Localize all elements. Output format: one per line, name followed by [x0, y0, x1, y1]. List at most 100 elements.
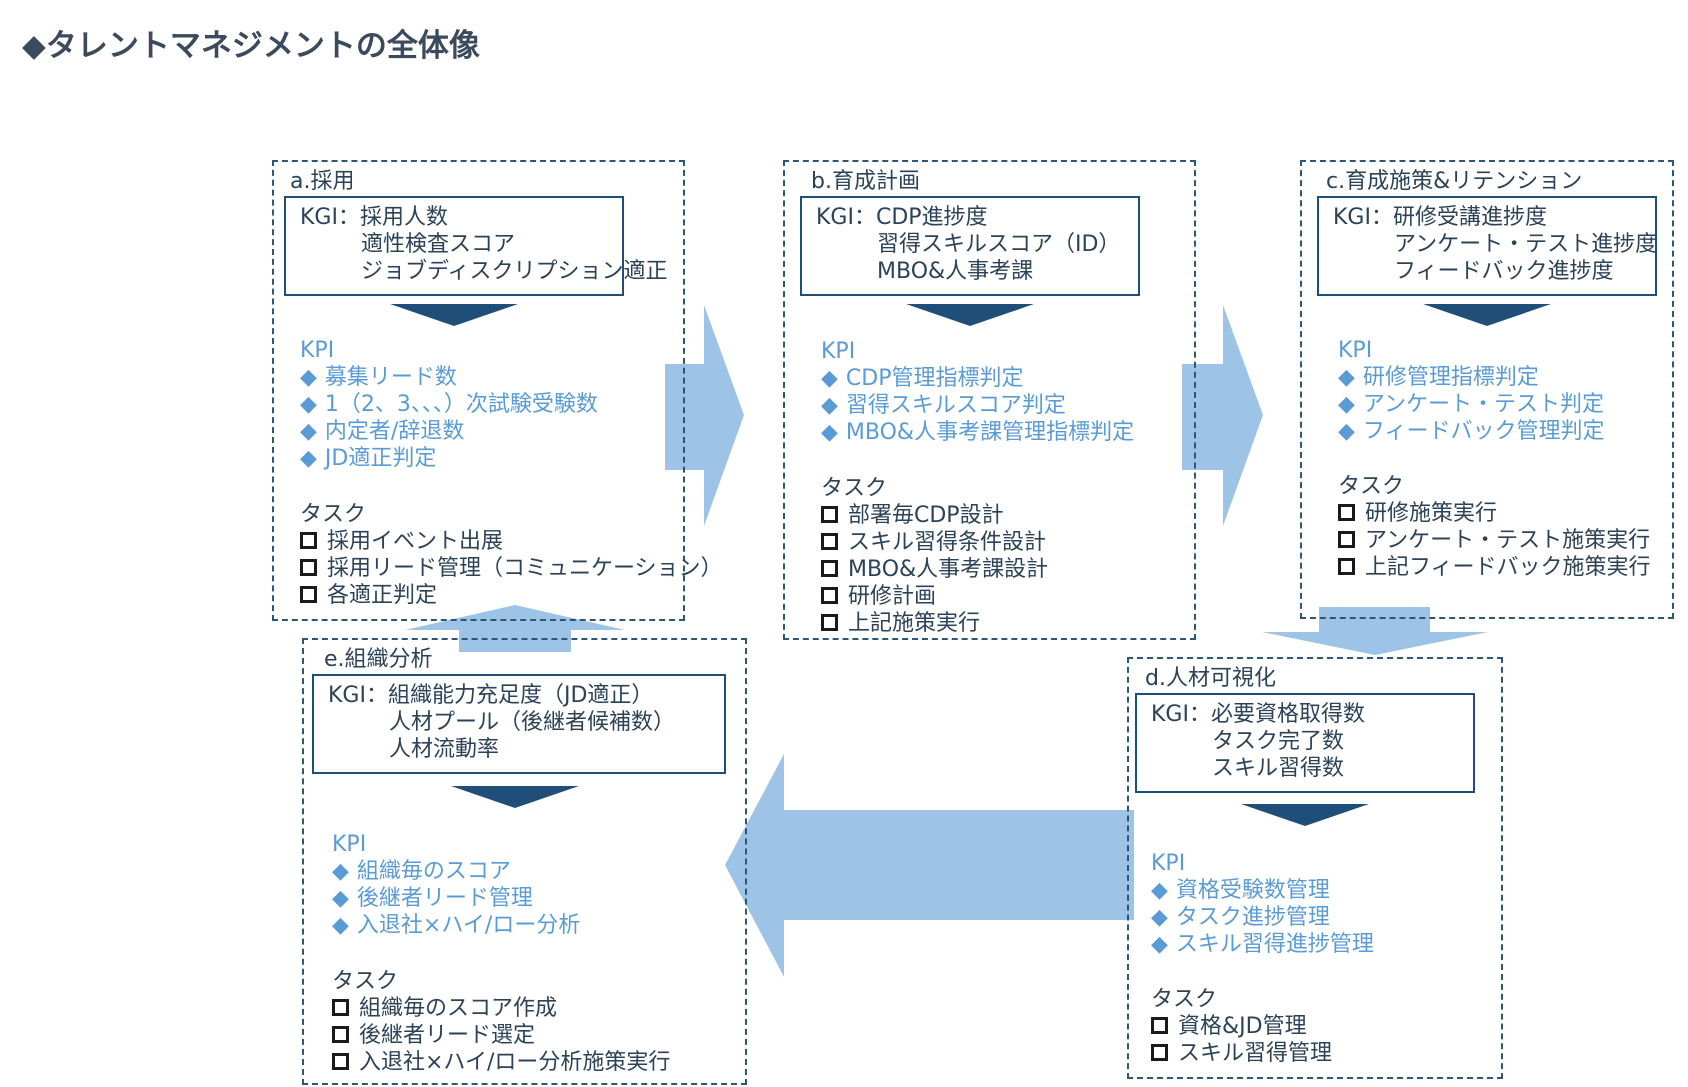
kgi-box: KGI：組織能力充足度（JD適正） 人材プール（後継者候補数） 人材流動率	[312, 674, 726, 774]
kgi-prefix: KGI：	[816, 205, 876, 230]
page-title: ◆タレントマネジメントの全体像	[22, 28, 480, 64]
flow-arrow-b-to-c	[1182, 305, 1263, 526]
card-development-plan: b.育成計画 KGI：CDP進捗度 習得スキルスコア（ID） MBO&人事考課 …	[783, 160, 1196, 640]
kgi-item: 研修受講進捗度	[1392, 205, 1547, 230]
checkbox-icon	[300, 559, 317, 576]
card-recruitment: a.採用 KGI：採用人数 適性検査スコア ジョブディスクリプション適正 KPI…	[272, 160, 723, 621]
kpi-item: 組織毎のスコア	[332, 858, 580, 885]
task-list: タスク 資格&JD管理 スキル習得管理	[1151, 986, 1332, 1067]
kpi-item: 1（2、3、、、）次試験受験数	[300, 391, 598, 418]
checkbox-icon	[821, 560, 838, 577]
kpi-item: アンケート・テスト判定	[1338, 391, 1604, 418]
kgi-prefix: KGI：	[1333, 205, 1393, 230]
kgi-item: 採用人数	[359, 205, 448, 230]
kgi-box: KGI：研修受講進捗度 アンケート・テスト進捗度 フィードバック進捗度	[1317, 196, 1657, 296]
kpi-list: KPI CDP管理指標判定 習得スキルスコア判定 MBO&人事考課管理指標判定	[821, 338, 1134, 446]
task-item: 組織毎のスコア作成	[332, 995, 670, 1022]
kpi-label: KPI	[300, 338, 335, 363]
kgi-item: スキル習得数	[1212, 756, 1345, 781]
down-triangle-icon	[1241, 804, 1369, 826]
kgi-item: CDP進捗度	[875, 205, 988, 230]
task-item: 上記施策実行	[821, 610, 1048, 637]
task-item: 後継者リード選定	[332, 1022, 670, 1049]
kpi-item: 資格受験数管理	[1151, 877, 1374, 904]
checkbox-icon	[332, 999, 349, 1016]
checkbox-icon	[1151, 1017, 1168, 1034]
card-heading: b.育成計画	[811, 169, 920, 194]
kpi-item: 後継者リード管理	[332, 885, 580, 912]
task-label: タスク	[1338, 474, 1405, 499]
kpi-list: KPI 組織毎のスコア 後継者リード管理 入退社×ハイ/ロー分析	[332, 831, 580, 939]
kpi-item: スキル習得進捗管理	[1151, 931, 1374, 958]
task-item: 研修施策実行	[1338, 500, 1651, 527]
kgi-item: ジョブディスクリプション適正	[361, 259, 668, 284]
down-triangle-icon	[390, 304, 518, 326]
task-label: タスク	[1151, 987, 1218, 1012]
task-list: タスク 採用イベント出展 採用リード管理（コミュニケーション） 各適正判定	[300, 501, 723, 609]
kgi-item: アンケート・テスト進捗度	[1394, 232, 1658, 257]
checkbox-icon	[821, 506, 838, 523]
kgi-prefix: KGI：	[1151, 702, 1211, 727]
task-item: スキル習得条件設計	[821, 529, 1048, 556]
kpi-item: JD適正判定	[300, 445, 598, 472]
task-item: スキル習得管理	[1151, 1040, 1332, 1067]
task-item: 採用リード管理（コミュニケーション）	[300, 555, 723, 582]
checkbox-icon	[821, 587, 838, 604]
checkbox-icon	[1338, 558, 1355, 575]
flow-arrow-e-to-a	[405, 605, 625, 652]
task-item: 入退社×ハイ/ロー分析施策実行	[332, 1049, 670, 1076]
kgi-item: 必要資格取得数	[1210, 702, 1365, 727]
task-item: 上記フィードバック施策実行	[1338, 554, 1651, 581]
card-heading: c.育成施策&リテンション	[1326, 169, 1583, 194]
checkbox-icon	[1338, 531, 1355, 548]
kgi-item: フィードバック進捗度	[1394, 259, 1614, 284]
flow-arrow-c-to-d	[1262, 607, 1488, 655]
kpi-item: MBO&人事考課管理指標判定	[821, 419, 1134, 446]
checkbox-icon	[300, 586, 317, 603]
card-heading: a.採用	[290, 169, 355, 194]
checkbox-icon	[821, 614, 838, 631]
kgi-item: 適性検査スコア	[361, 232, 516, 257]
kpi-item: CDP管理指標判定	[821, 365, 1134, 392]
card-heading: e.組織分析	[324, 647, 433, 672]
kgi-box: KGI：CDP進捗度 習得スキルスコア（ID） MBO&人事考課	[800, 196, 1140, 296]
task-item: 研修計画	[821, 583, 1048, 610]
kgi-box: KGI：必要資格取得数 タスク完了数 スキル習得数	[1135, 693, 1475, 793]
task-list: タスク 組織毎のスコア作成 後継者リード選定 入退社×ハイ/ロー分析施策実行	[332, 968, 670, 1076]
kpi-item: 入退社×ハイ/ロー分析	[332, 912, 580, 939]
checkbox-icon	[300, 532, 317, 549]
kgi-item: 人材流動率	[389, 737, 500, 762]
kgi-item: 習得スキルスコア（ID）	[877, 232, 1121, 257]
kgi-prefix: KGI：	[328, 683, 388, 708]
kpi-item: 研修管理指標判定	[1338, 364, 1604, 391]
card-organization-analysis: e.組織分析 KGI：組織能力充足度（JD適正） 人材プール（後継者候補数） 人…	[302, 638, 747, 1085]
down-triangle-icon	[906, 304, 1034, 326]
kpi-item: 内定者/辞退数	[300, 418, 598, 445]
card-talent-visualization: d.人材可視化 KGI：必要資格取得数 タスク完了数 スキル習得数 KPI 資格…	[1127, 657, 1503, 1079]
kgi-item: タスク完了数	[1212, 729, 1345, 754]
kgi-item: 組織能力充足度（JD適正）	[387, 683, 654, 708]
card-heading: d.人材可視化	[1145, 666, 1276, 691]
checkbox-icon	[332, 1053, 349, 1070]
kpi-item: タスク進捗管理	[1151, 904, 1374, 931]
kgi-item: 人材プール（後継者候補数）	[389, 710, 676, 735]
task-list: タスク 部署毎CDP設計 スキル習得条件設計 MBO&人事考課設計 研修計画 上…	[821, 475, 1048, 637]
checkbox-icon	[821, 533, 838, 550]
checkbox-icon	[1338, 504, 1355, 521]
task-label: タスク	[300, 502, 367, 527]
kpi-item: 習得スキルスコア判定	[821, 392, 1134, 419]
kgi-box: KGI：採用人数 適性検査スコア ジョブディスクリプション適正	[284, 196, 668, 296]
flow-arrow-d-to-e	[725, 754, 1134, 977]
kpi-label: KPI	[332, 832, 367, 857]
task-list: タスク 研修施策実行 アンケート・テスト施策実行 上記フィードバック施策実行	[1338, 473, 1651, 581]
kpi-label: KPI	[1151, 851, 1186, 876]
task-label: タスク	[332, 969, 399, 994]
kpi-item: 募集リード数	[300, 364, 598, 391]
kpi-label: KPI	[1338, 338, 1373, 363]
kpi-list: KPI 研修管理指標判定 アンケート・テスト判定 フィードバック管理判定	[1338, 337, 1604, 445]
kpi-item: フィードバック管理判定	[1338, 418, 1605, 445]
task-label: タスク	[821, 476, 888, 501]
down-triangle-icon	[1423, 304, 1551, 326]
kpi-label: KPI	[821, 339, 856, 364]
